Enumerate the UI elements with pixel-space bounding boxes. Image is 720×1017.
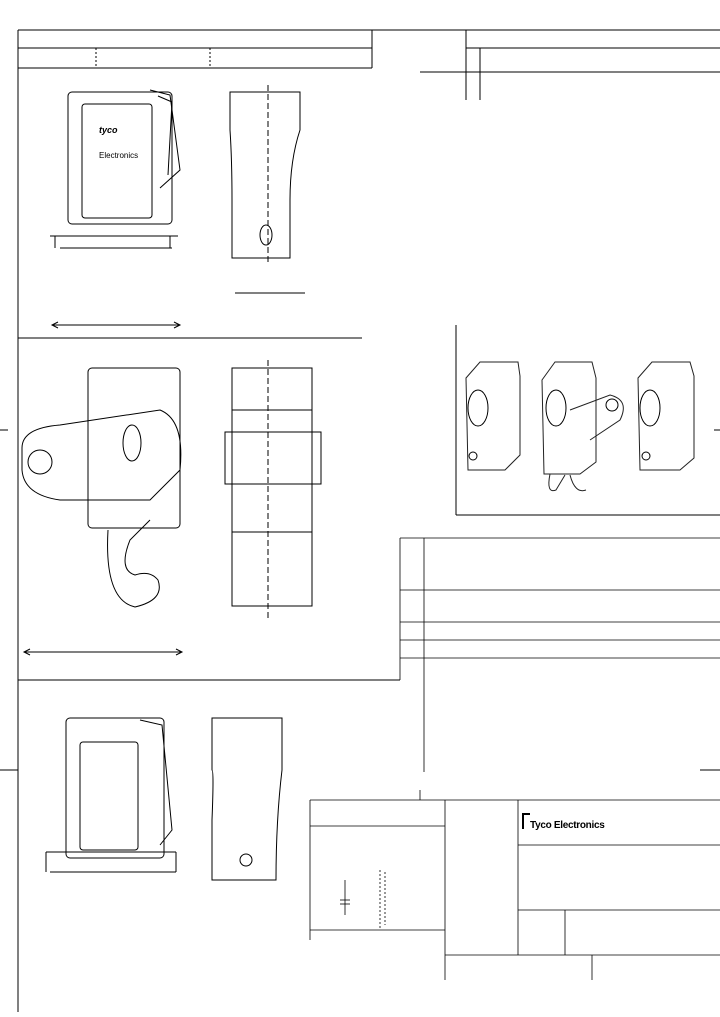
view1-front — [50, 89, 182, 329]
view2-side — [224, 360, 322, 620]
view3-front — [45, 717, 177, 873]
title-block-logo: Tyco Electronics — [530, 820, 605, 831]
small-logo-text: tyco — [99, 125, 118, 135]
view3-side — [211, 717, 283, 881]
view1-side — [229, 85, 305, 294]
revision-header — [18, 30, 720, 100]
product-photos — [455, 325, 720, 516]
te-logo-icon — [522, 813, 530, 829]
sheet-border — [0, 29, 720, 1012]
drawing-note-electronics: Electronics — [99, 151, 139, 160]
part-table — [399, 537, 720, 772]
title-block — [309, 790, 720, 980]
view2-front — [21, 367, 184, 656]
